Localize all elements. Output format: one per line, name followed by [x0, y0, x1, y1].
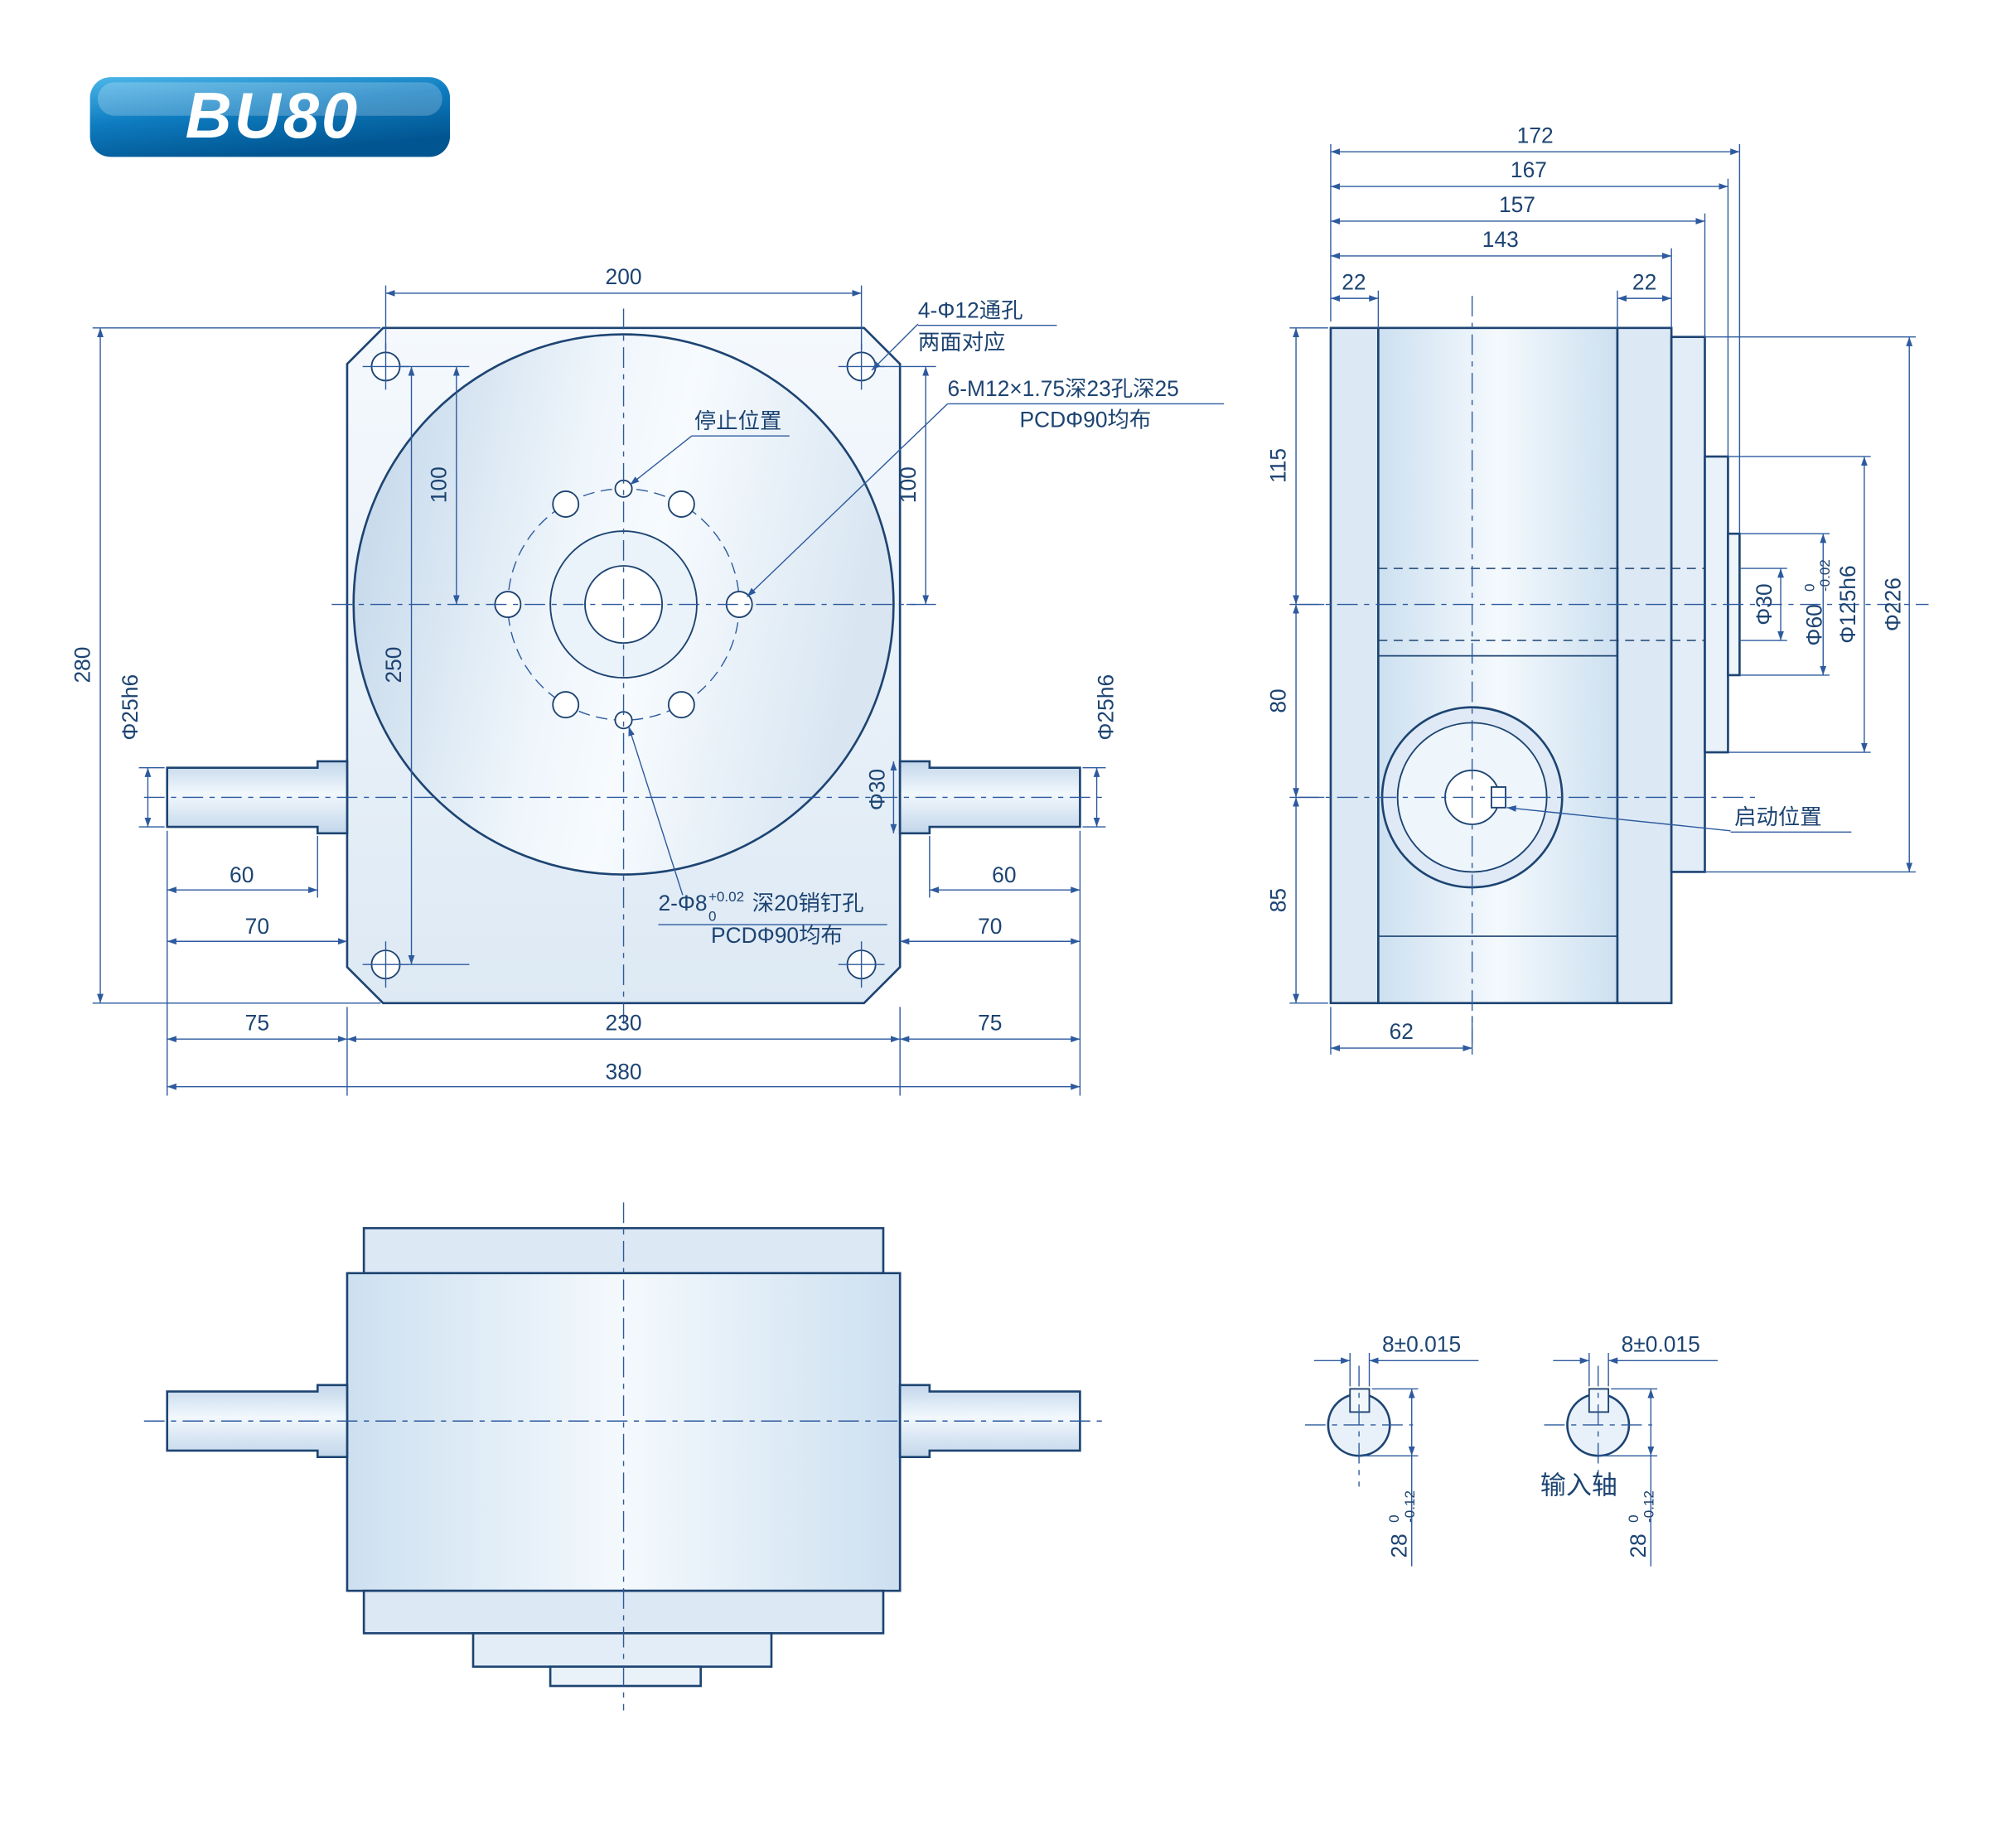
- dim-75-right-label: 75: [978, 1010, 1002, 1035]
- dim-172-label: 172: [1517, 123, 1554, 147]
- dim-dia60-sup: 0: [1801, 584, 1817, 592]
- note-pin-line2: PCDΦ90均布: [711, 923, 843, 948]
- dim-28-left-sup: 0: [1386, 1514, 1402, 1523]
- bottom-left-shaft: [166, 1384, 349, 1459]
- dim-75-left-label: 75: [245, 1010, 269, 1035]
- side-centerlines: [1298, 296, 1929, 1045]
- side-body: [1377, 326, 1619, 1005]
- dim-60-right-label: 60: [992, 862, 1016, 887]
- dim-dia60-sub: -0.02: [1817, 559, 1833, 592]
- bottom-centerlines: [143, 1202, 1104, 1711]
- note-pin-sup: +0.02: [708, 889, 744, 905]
- leader-through-holes: [871, 323, 919, 371]
- dim-380-label: 380: [606, 1059, 642, 1084]
- note-start-position: 启动位置: [1734, 804, 1821, 829]
- leader-tapped-holes: [747, 403, 949, 597]
- m12-hole: [552, 490, 580, 518]
- m12-hole: [667, 691, 695, 719]
- side-body-split-lines: [1378, 654, 1617, 937]
- dim-200-label: 200: [606, 264, 642, 289]
- dim-dia226-label: Φ226: [1880, 577, 1905, 631]
- dim-60-left-label: 60: [230, 862, 254, 887]
- dim-62-label: 62: [1390, 1019, 1414, 1044]
- dim-22-right-label: 22: [1632, 269, 1656, 294]
- note-pin-suffix: 深20销钉孔: [752, 891, 864, 915]
- dim-100-right-label: 100: [896, 466, 921, 503]
- front-right-shaft: [898, 760, 1081, 835]
- m12-hole: [552, 691, 580, 719]
- model-badge: BU80: [89, 77, 451, 157]
- badge-gloss: [97, 82, 442, 116]
- leader-pin-holes: [628, 726, 684, 896]
- dim-dia25-right-label: Φ25h6: [1094, 674, 1119, 741]
- dim-157-label: 157: [1499, 192, 1535, 217]
- dim-dia30-front-label: Φ30: [865, 769, 890, 810]
- leader-stop-position: [629, 435, 693, 485]
- note-pin-prefix: 2-Φ8: [658, 891, 707, 915]
- front-left-shaft: [166, 760, 349, 835]
- note-pin-sub: 0: [708, 908, 716, 924]
- dim-167-label: 167: [1511, 157, 1547, 182]
- side-left-flange: [1329, 326, 1380, 1005]
- leader-start-position: [1506, 805, 1731, 832]
- dim-28-right-sub: -0.12: [1641, 1490, 1656, 1523]
- dim-28-left-label: 28: [1387, 1534, 1412, 1558]
- dim-key-right-label: 8±0.015: [1622, 1331, 1700, 1356]
- dim-28-right-sup: 0: [1626, 1514, 1641, 1523]
- dim-key-left-label: 8±0.015: [1382, 1331, 1461, 1356]
- shaft-section-views: 8±0.015 28 0 -0.12 8±0.015 28 0 -0.12 输入…: [1304, 1331, 1719, 1567]
- dim-28-left-sub: -0.12: [1402, 1490, 1418, 1523]
- dim-250-label: 250: [381, 647, 406, 683]
- note-through-holes-line2: 两面对应: [918, 330, 1005, 355]
- section-centerlines: [1304, 1365, 1652, 1487]
- front-bore-circle: [584, 565, 664, 645]
- dim-230-label: 230: [606, 1010, 642, 1035]
- dim-dia60-label-group: Φ60 0 -0.02: [1801, 559, 1833, 645]
- model-title: BU80: [186, 80, 360, 152]
- dim-dia125-label: Φ125h6: [1835, 565, 1860, 643]
- m12-hole: [667, 490, 695, 518]
- corner-hole-crosshairs: [362, 343, 885, 988]
- dim-dia30-side-label: Φ30: [1752, 583, 1777, 625]
- dim-85-label: 85: [1266, 888, 1291, 912]
- note-stop-position: 停止位置: [694, 408, 781, 433]
- note-through-holes-line1: 4-Φ12通孔: [918, 297, 1023, 322]
- section-key-right: [1588, 1388, 1610, 1413]
- bottom-boss-large: [471, 1632, 773, 1669]
- dim-28-left-label-group: 28 0 -0.12: [1386, 1490, 1418, 1558]
- dim-28-right-label-group: 28 0 -0.12: [1626, 1490, 1657, 1558]
- badge-background: [89, 77, 451, 157]
- dim-80-label: 80: [1266, 688, 1291, 712]
- dim-70-left-label: 70: [245, 914, 269, 939]
- dim-dia60-label: Φ60: [1802, 604, 1827, 645]
- side-right-flange: [1616, 326, 1673, 1005]
- section-extension-lines: [1349, 1352, 1658, 1567]
- bottom-boss-small: [549, 1665, 702, 1688]
- front-centerlines: [143, 308, 1104, 1029]
- note-tapped-line2: PCDΦ90均布: [1019, 407, 1151, 432]
- note-tapped-line1: 6-M12×1.75深23孔深25: [948, 376, 1179, 401]
- section-key-left: [1349, 1388, 1371, 1413]
- dim-22-left-label: 22: [1342, 269, 1366, 294]
- side-view: 172 167 157 143 22 22 115 80 85 62 Φ30 Φ…: [1266, 123, 1929, 1055]
- dim-28-right-label: 28: [1626, 1534, 1651, 1558]
- dim-100-left-label: 100: [426, 466, 451, 503]
- bottom-right-shaft: [898, 1384, 1081, 1459]
- front-view: 200 280 100 250 100 Φ25h6 Φ30 Φ25h6 60 7…: [70, 264, 1225, 1096]
- dim-dia25-left-label: Φ25h6: [118, 674, 143, 741]
- input-shaft-label: 输入轴: [1540, 1471, 1617, 1500]
- side-hidden-bore-lines: [1378, 568, 1705, 641]
- side-extension-lines: [1289, 143, 1916, 1055]
- dim-70-right-label: 70: [978, 914, 1002, 939]
- bottom-view: [143, 1202, 1104, 1711]
- dim-143-label: 143: [1482, 227, 1519, 252]
- dim-115-label: 115: [1266, 448, 1291, 483]
- dim-280-label: 280: [70, 647, 95, 683]
